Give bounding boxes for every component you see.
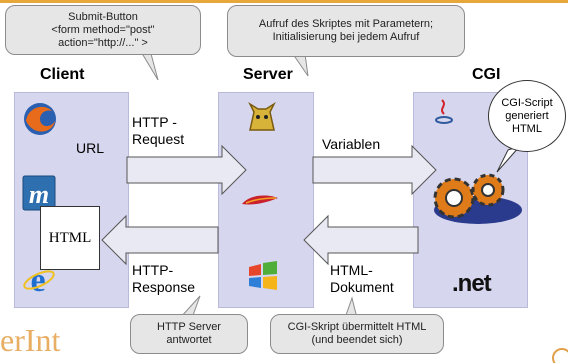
- client-header: Client: [40, 66, 85, 83]
- java-icon: [435, 99, 453, 124]
- cgi-header: CGI: [472, 66, 501, 83]
- svg-text:m: m: [29, 180, 49, 209]
- submit-button-callout: Submit-Button <form method="post" action…: [5, 5, 201, 55]
- response-arrow: [101, 214, 219, 266]
- ie-icon: e: [23, 262, 55, 296]
- variablen-label: Variablen: [322, 136, 381, 152]
- firefox-icon: [24, 103, 56, 135]
- gears-icon: [433, 173, 522, 224]
- html-dokument-label: HTML- Dokument: [330, 262, 394, 295]
- windows-icon: [249, 261, 277, 290]
- mozilla-icon: m: [22, 175, 56, 211]
- http-server-callout: HTTP Server antwortet: [130, 314, 248, 354]
- cgi-script-bubble: CGI-Script generiert HTML: [488, 80, 566, 152]
- request-arrow: [126, 144, 247, 196]
- url-label: URL: [76, 140, 105, 156]
- watermark-text: erInt: [0, 322, 61, 358]
- tomcat-icon: [248, 101, 276, 131]
- variablen-arrow: [312, 144, 437, 196]
- corner-logo: [552, 348, 568, 363]
- apache-feather-icon: [242, 195, 278, 205]
- dotnet-logo: .net: [452, 270, 492, 297]
- dokument-arrow: [303, 214, 419, 266]
- html-document: HTML: [40, 206, 100, 270]
- cgi-skript-callout: CGI-Skript übermittelt HTML (und beendet…: [270, 314, 444, 354]
- server-header: Server: [243, 66, 293, 83]
- html-document-label: HTML: [48, 229, 92, 246]
- top-accent-line: [0, 0, 568, 3]
- http-response-label: HTTP- Response: [132, 262, 196, 295]
- http-request-label: HTTP - Request: [132, 114, 185, 147]
- aufruf-callout: Aufruf des Skriptes mit Parametern; Init…: [227, 5, 465, 57]
